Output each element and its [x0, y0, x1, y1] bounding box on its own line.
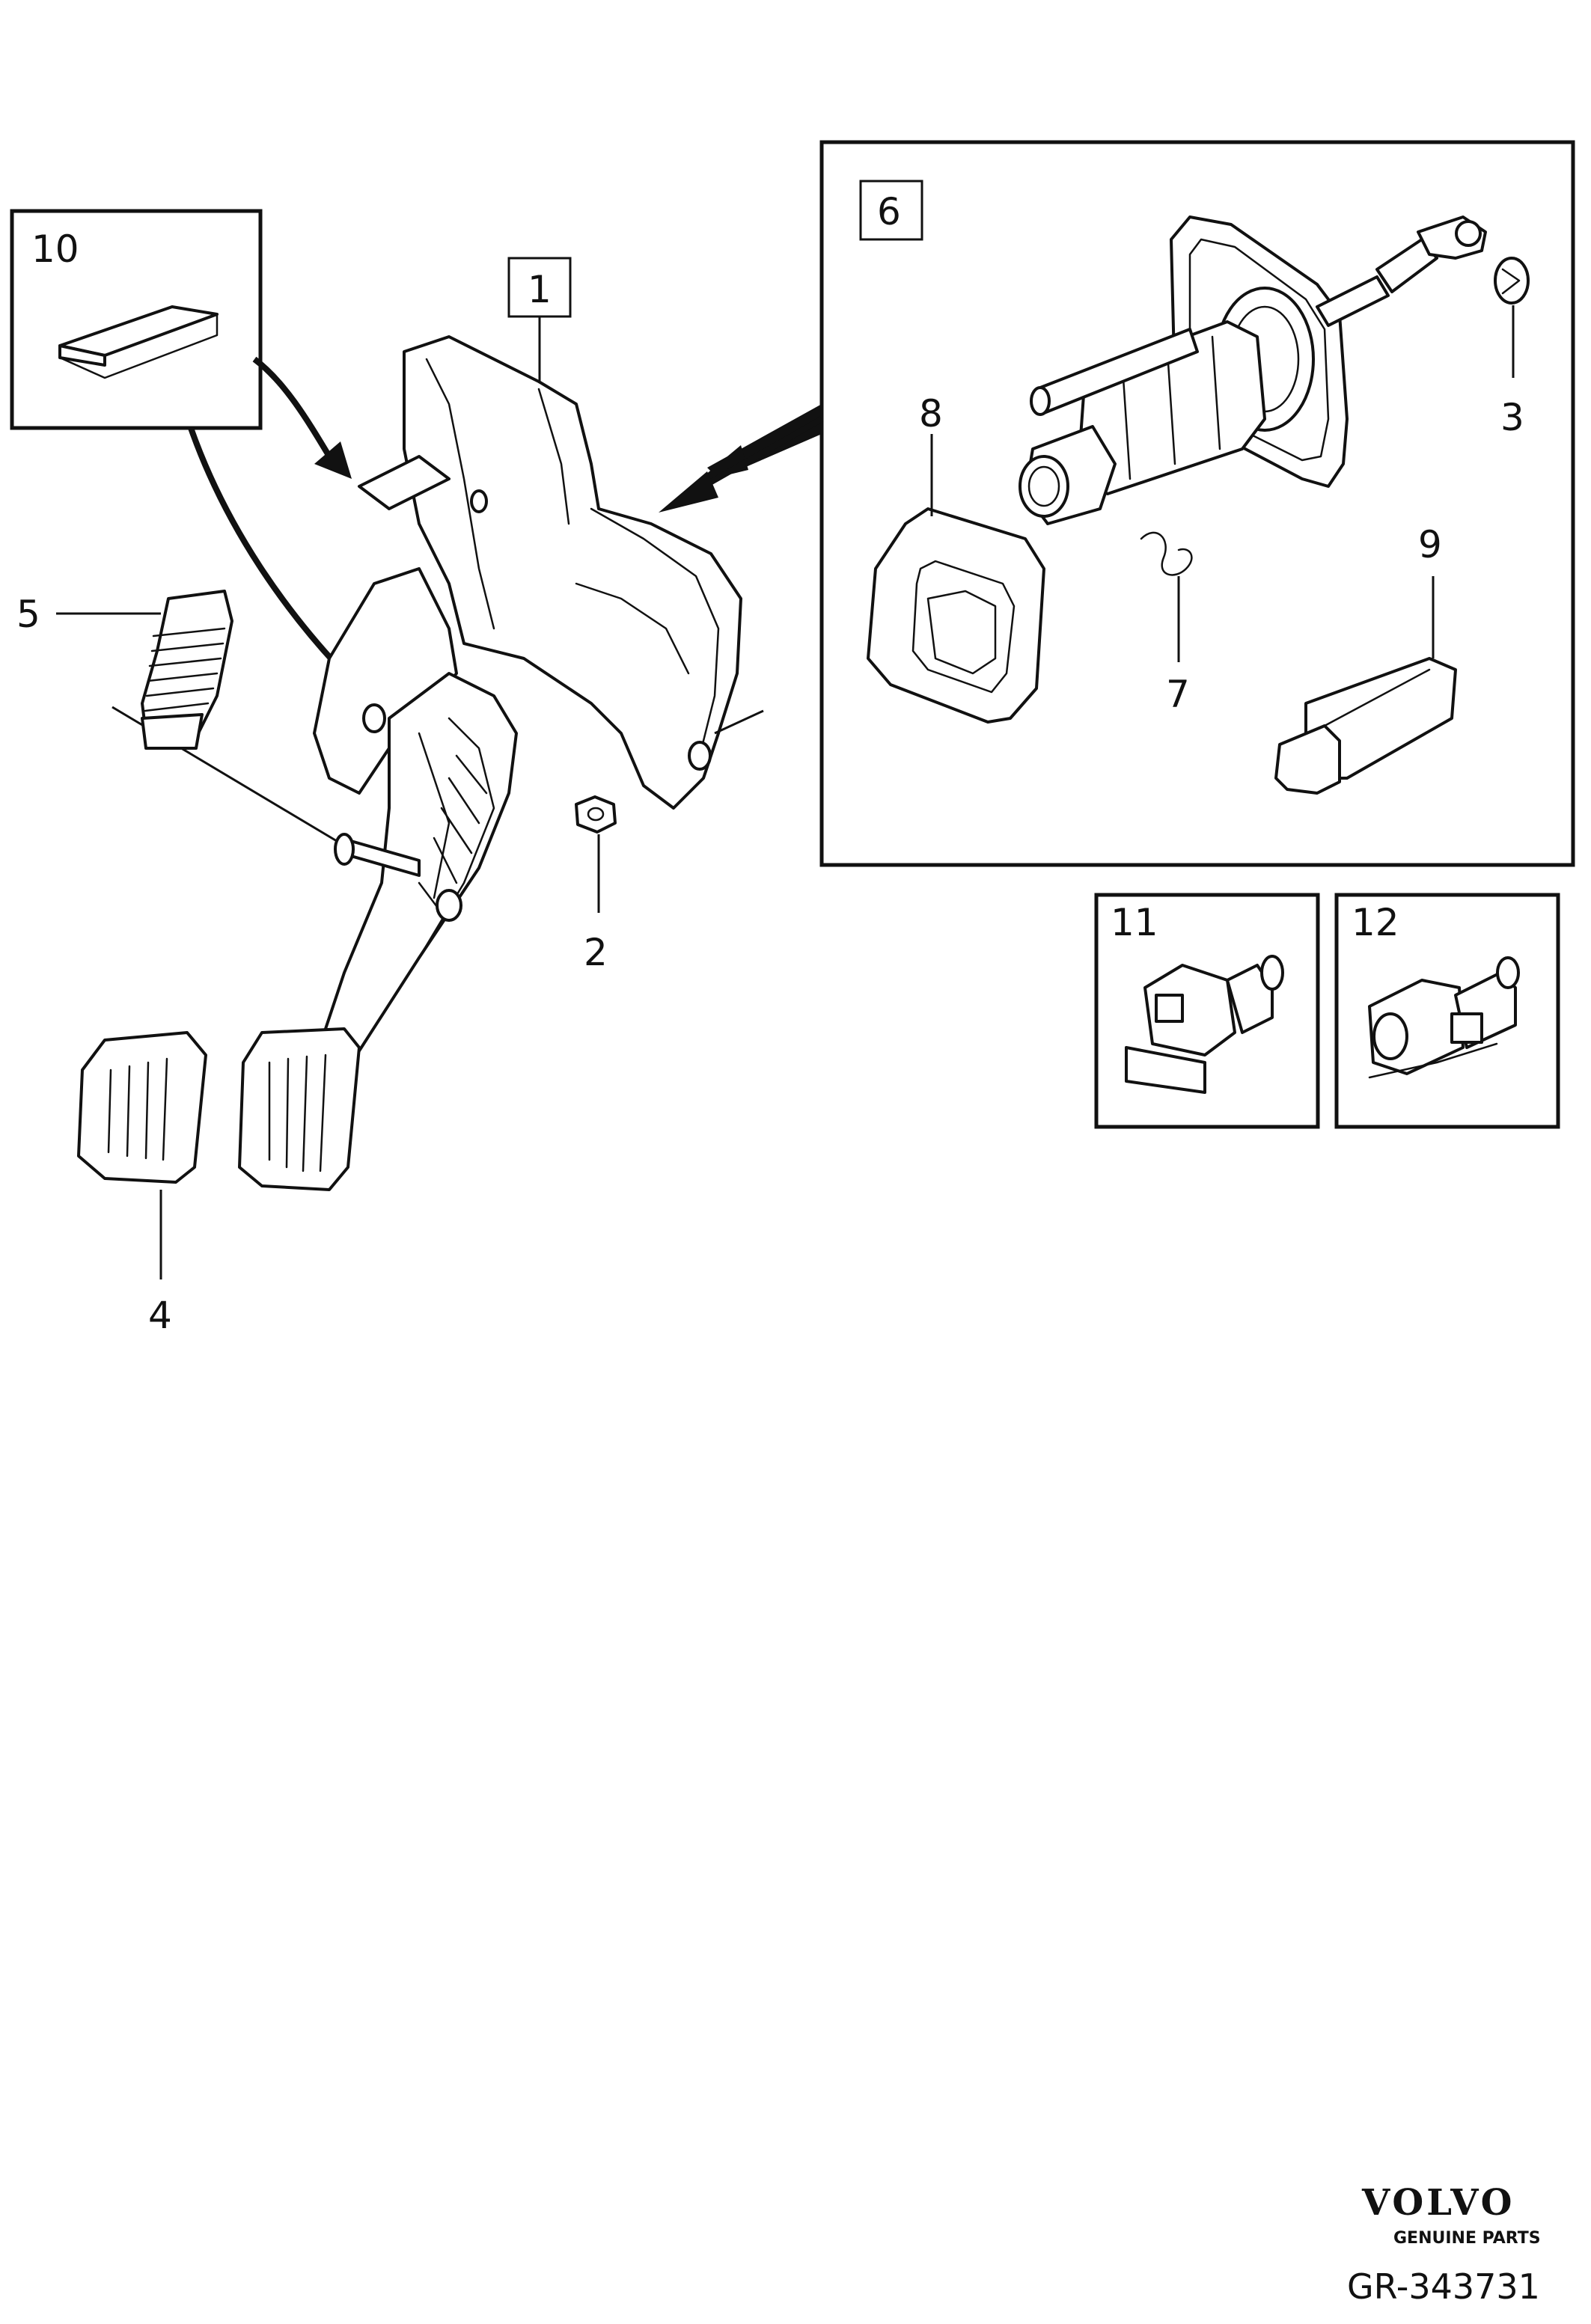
- detail-box-10: [10, 209, 263, 430]
- callout-2: 2: [584, 931, 608, 974]
- pointer-arrow-6: [659, 404, 823, 513]
- callout-3: 3: [1500, 396, 1524, 439]
- detail-box-11: [1094, 893, 1320, 1129]
- pedal-bracket: [358, 335, 764, 810]
- part-10-pad: [58, 305, 219, 379]
- part-5-return-spring: [56, 590, 233, 750]
- part-12-switch: [1368, 956, 1520, 1079]
- callout-6: 6: [877, 190, 901, 233]
- part-7-spring-clip: [1140, 531, 1193, 662]
- clutch-master-cylinder: [1019, 215, 1487, 525]
- part-2-nut: [575, 795, 617, 913]
- detail-box-6: [819, 140, 1575, 867]
- part-8-gasket: [867, 434, 1045, 724]
- reference-code: GR-343731: [1347, 2266, 1540, 2307]
- detail-box-12: [1334, 893, 1560, 1129]
- part-11-switch: [1125, 955, 1284, 1094]
- callout-9: 9: [1418, 523, 1442, 566]
- genuine-parts-label: GENUINE PARTS: [1393, 2229, 1541, 2248]
- callout-5: 5: [16, 593, 40, 636]
- callout-8: 8: [919, 392, 943, 435]
- callout-12: 12: [1352, 901, 1399, 944]
- part-9-sensor: [1274, 576, 1457, 795]
- volvo-logo: VOLVO: [1361, 2182, 1515, 2224]
- part-4-pedal-pad: [77, 1031, 207, 1279]
- callout-10: 10: [31, 227, 79, 271]
- callout-1: 1: [528, 268, 552, 311]
- callout-box-6: [859, 180, 923, 241]
- callout-4: 4: [148, 1294, 172, 1337]
- part-3-retaining-clip: [1494, 257, 1530, 378]
- brake-pedal-pad: [238, 1027, 361, 1191]
- callout-11: 11: [1111, 901, 1158, 944]
- pivot-bolt: [112, 706, 421, 877]
- callout-7: 7: [1166, 673, 1190, 716]
